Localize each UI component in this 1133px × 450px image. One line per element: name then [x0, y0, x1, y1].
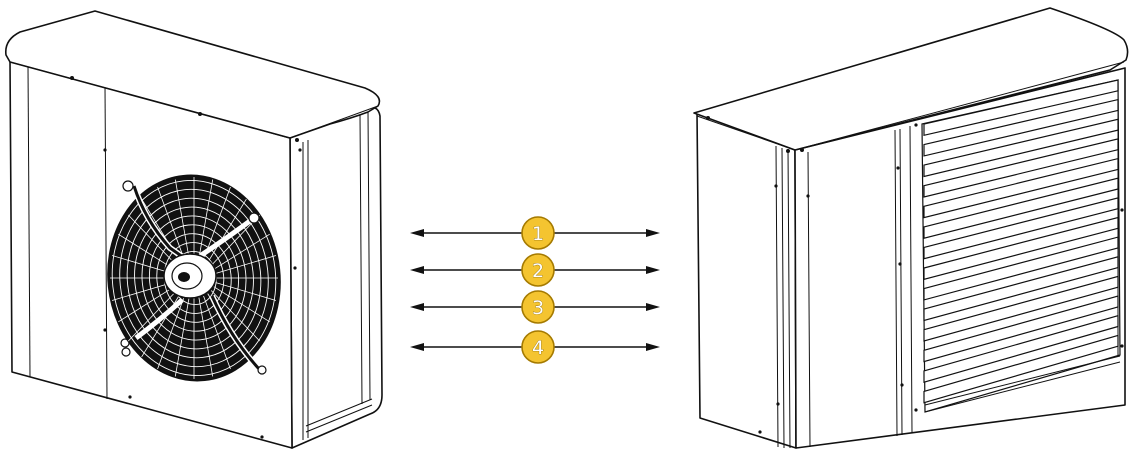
heat-pump-rear-louvre-icon — [693, 7, 1129, 449]
number-badge — [521, 216, 555, 250]
airflow-arrow-row: 2 — [410, 253, 660, 287]
arrow-head-left — [410, 303, 424, 311]
arrow-head-left — [410, 343, 424, 351]
rear-unit-side-panel — [696, 112, 797, 449]
number-badge-label: 4 — [532, 337, 544, 359]
heat-pump-front-fan-icon — [4, 10, 383, 449]
arrow-head-left — [410, 229, 424, 237]
arrow-head-right — [646, 266, 660, 274]
airflow-arrow-row: 4 — [410, 330, 660, 364]
number-badge — [521, 253, 555, 287]
fan-guard-icon — [107, 174, 281, 382]
arrow-head-right — [646, 303, 660, 311]
number-badge — [521, 290, 555, 324]
rear-unit-top-lid — [693, 7, 1129, 151]
arrow-head-right — [646, 343, 660, 351]
number-badge-label: 3 — [532, 297, 544, 319]
airflow-arrow-row: 1 — [410, 216, 660, 250]
arrow-head-left — [410, 266, 424, 274]
arrow-head-right — [646, 229, 660, 237]
number-badge-label: 2 — [532, 260, 544, 282]
airflow-arrow-row: 3 — [410, 290, 660, 324]
number-badge — [521, 330, 555, 364]
number-badge-label: 1 — [532, 223, 544, 245]
airflow-legend: 1 2 3 4 — [410, 216, 660, 364]
front-unit-top-lid — [4, 10, 381, 139]
